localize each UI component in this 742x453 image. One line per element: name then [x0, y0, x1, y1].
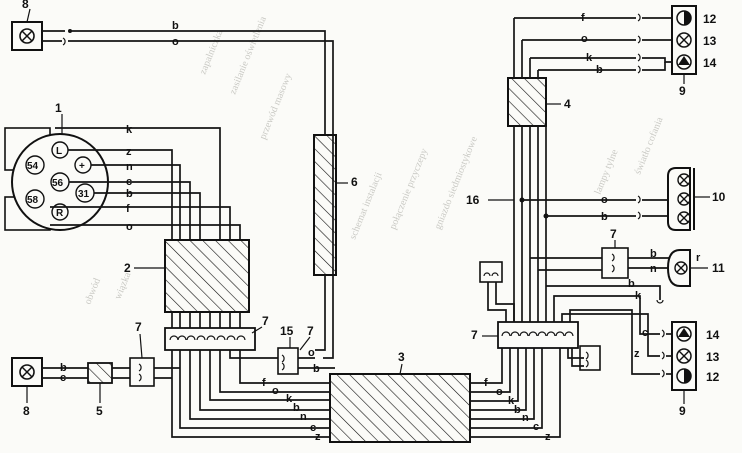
label-9: 9: [679, 84, 686, 98]
wire-label: f: [581, 12, 585, 24]
label-4: 4: [564, 97, 571, 111]
wire-label: b: [601, 211, 608, 223]
svg-text:zasilanie oświetlenia: zasilanie oświetlenia: [228, 15, 270, 97]
wire-label: b: [172, 20, 179, 32]
harness-block-5: [87, 362, 113, 384]
wire-label: c: [60, 372, 66, 384]
label-12: 12: [706, 370, 720, 384]
wire-label: n: [522, 412, 529, 424]
label-7: 7: [262, 314, 269, 328]
label-10: 10: [712, 190, 726, 204]
svg-text:połączenie przyczepy: połączenie przyczepy: [388, 147, 431, 231]
wire-label: r: [696, 252, 701, 264]
label-8-top: 8: [22, 0, 29, 11]
svg-text:światło cofania: światło cofania: [633, 115, 666, 176]
label-7: 7: [135, 320, 142, 334]
svg-text:zapalniczka: zapalniczka: [198, 28, 226, 76]
lamp-cluster-9-bottom: 14 13 12 9: [671, 321, 720, 418]
label-7: 7: [610, 227, 617, 241]
wire-label: n: [300, 411, 307, 423]
svg-text:przewód masowy: przewód masowy: [258, 72, 295, 141]
label-16: 16: [466, 193, 480, 207]
wire-label: f: [262, 377, 266, 389]
socket-1: 1 L + 54 56 31 58 R: [4, 101, 109, 231]
label-2: 2: [124, 261, 131, 275]
svg-text:obwód: obwód: [83, 277, 103, 306]
label-8-bottom: 8: [23, 404, 30, 418]
wire-label: b: [514, 404, 521, 416]
wire-label: k: [286, 393, 293, 405]
label-12: 12: [703, 12, 717, 26]
lamp-10: 10: [667, 167, 726, 231]
wire-label: o: [581, 33, 588, 45]
wire-label: c: [310, 422, 316, 434]
label-6: 6: [351, 175, 358, 189]
pin-56: 56: [52, 178, 64, 189]
wire-label: z: [545, 431, 551, 443]
connector-7-small-left: 7: [129, 320, 155, 387]
lamp-8-bottom: 8: [11, 357, 43, 418]
wire-label: b: [60, 362, 67, 374]
wire-label: z: [126, 146, 132, 158]
wire-label: o: [272, 385, 279, 397]
wire-label: c: [642, 327, 648, 339]
pin-58: 58: [27, 195, 39, 206]
wire-label: n: [126, 161, 133, 173]
connector-small-top: [479, 261, 503, 283]
wire-label: b: [650, 248, 657, 260]
harness-block-2: [164, 239, 250, 313]
label-3: 3: [398, 350, 405, 364]
label-7: 7: [307, 324, 314, 338]
wire-label: b: [628, 278, 635, 290]
connector-7-right: 7: [471, 321, 579, 349]
wire-label: f: [126, 203, 130, 215]
wire-label: c: [533, 421, 539, 433]
pin-31: 31: [78, 189, 90, 200]
lamp-cluster-9-top: 12 13 14 9: [671, 5, 717, 98]
wire-label: f: [484, 377, 488, 389]
label-9: 9: [679, 404, 686, 418]
svg-text:gniazdo siedmiostykowe: gniazdo siedmiostykowe: [433, 135, 481, 232]
pin-R: R: [56, 208, 64, 219]
wire-label: o: [308, 347, 315, 359]
svg-text:lampy tylne: lampy tylne: [593, 147, 621, 196]
wire-label: b: [596, 64, 603, 76]
wire-label: z: [634, 348, 640, 360]
label-5: 5: [96, 404, 103, 418]
wire-label: b: [293, 402, 300, 414]
label-14: 14: [703, 56, 717, 70]
harness-block-6: [313, 134, 337, 276]
harness-block-4: [507, 77, 547, 127]
pin-plus: +: [79, 161, 85, 172]
wire-label: c: [126, 176, 132, 188]
label-1: 1: [55, 101, 62, 115]
pin-54: 54: [27, 161, 39, 172]
connector-15: 15 7: [277, 324, 314, 375]
label-11: 11: [712, 261, 725, 275]
label-15: 15: [280, 324, 294, 338]
wire-label: b: [313, 363, 320, 375]
lamp-11: 11: [666, 249, 725, 287]
label-13: 13: [703, 34, 717, 48]
wire-label: z: [315, 431, 321, 443]
wire-label: k: [586, 52, 593, 64]
wire-label: o: [601, 194, 608, 206]
wire-label: b: [126, 188, 133, 200]
pin-L: L: [56, 146, 62, 157]
wire-label: n: [650, 263, 657, 275]
label-7: 7: [471, 328, 478, 342]
wire-label: k: [126, 124, 133, 136]
wire-label: o: [126, 221, 133, 233]
wire-label: k: [508, 395, 515, 407]
connector-7-right-small: 7: [601, 227, 629, 279]
label-14: 14: [706, 328, 720, 342]
wire-label: o: [172, 36, 179, 48]
wire-label: o: [496, 386, 503, 398]
label-13: 13: [706, 350, 720, 364]
harness-block-3: [329, 373, 471, 443]
lamp-8-top: 8: [11, 0, 43, 51]
